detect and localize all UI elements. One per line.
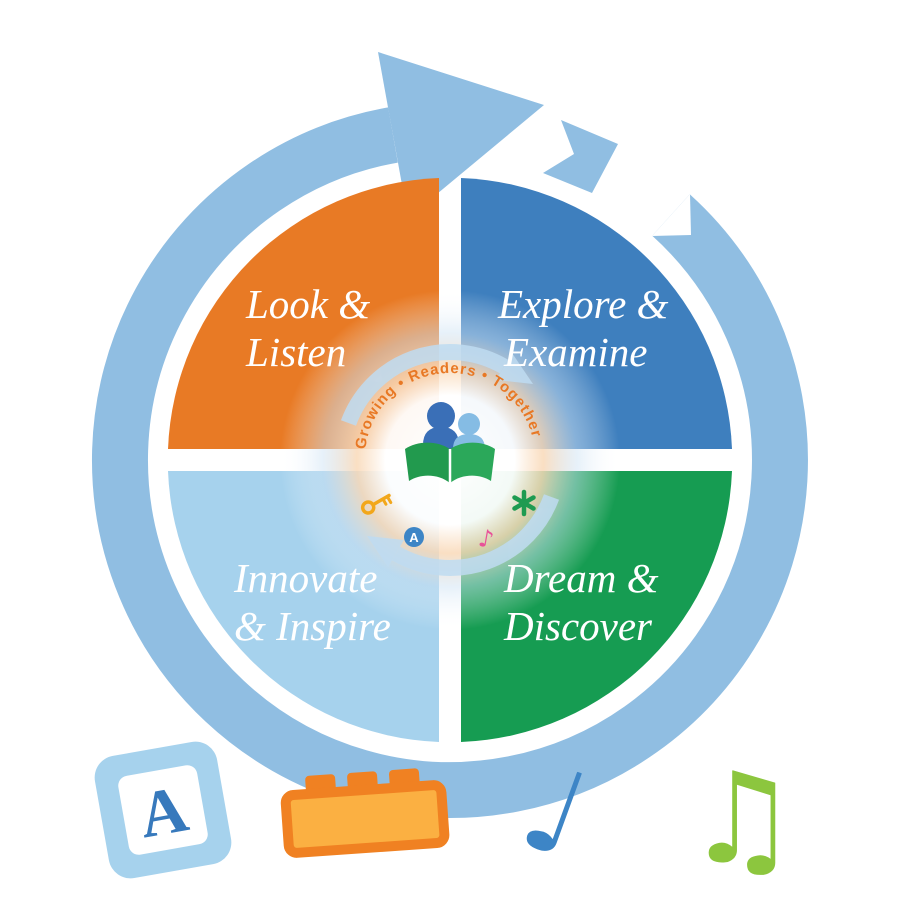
letter-a-badge-circle: [404, 527, 424, 547]
key-tooth-2: [385, 495, 393, 505]
figure-child-head: [458, 413, 480, 435]
letter-a-badge-text: A: [409, 530, 419, 545]
ring-tail-notch: [652, 194, 691, 236]
letter-a-badge: A: [404, 527, 424, 547]
alphabet-block-icon: A: [94, 741, 232, 879]
swirl-arc-left: [340, 344, 508, 426]
figure-adult-head: [427, 402, 455, 430]
book-left-page: [405, 442, 450, 483]
label-innovate-inspire-line2: & Inspire: [234, 603, 391, 649]
key-tooth-1: [381, 497, 388, 506]
quadrant-labels: Look & Listen Explore & Examine Innovate…: [233, 281, 669, 649]
block-face: [118, 765, 208, 855]
music-note-small-icon: ♪: [476, 524, 496, 554]
open-book-icon: [405, 442, 495, 483]
asterisk-icon: [512, 489, 536, 517]
label-explore-examine-line1: Explore &: [497, 281, 669, 327]
ring-tail-chevron-icon: [543, 120, 618, 193]
swirl-arrowhead-bottom: [367, 536, 404, 567]
asterisk-line-3: [512, 495, 536, 511]
key-icon: [360, 493, 393, 515]
swirl-arc-right: [392, 494, 560, 576]
book-right-page: [450, 442, 495, 483]
decorations: A ♩ ♫: [94, 737, 799, 892]
label-dream-discover-line2: Discover: [503, 603, 653, 649]
center-swirl-arrows: [340, 344, 560, 576]
label-look-listen-line1: Look &: [245, 281, 370, 327]
lego-body: [280, 780, 450, 858]
lego-brick-icon: [280, 768, 450, 858]
swirl-arrowhead-top: [496, 353, 533, 384]
label-explore-examine-line2: Examine: [503, 329, 647, 375]
label-dream-discover-line1: Dream &: [503, 555, 659, 601]
label-look-listen-line2: Listen: [245, 329, 346, 375]
label-innovate-inspire-line1: Innovate: [233, 555, 377, 601]
green-music-note-icon: ♫: [686, 745, 799, 892]
ring-arrowhead-icon: [378, 52, 544, 218]
